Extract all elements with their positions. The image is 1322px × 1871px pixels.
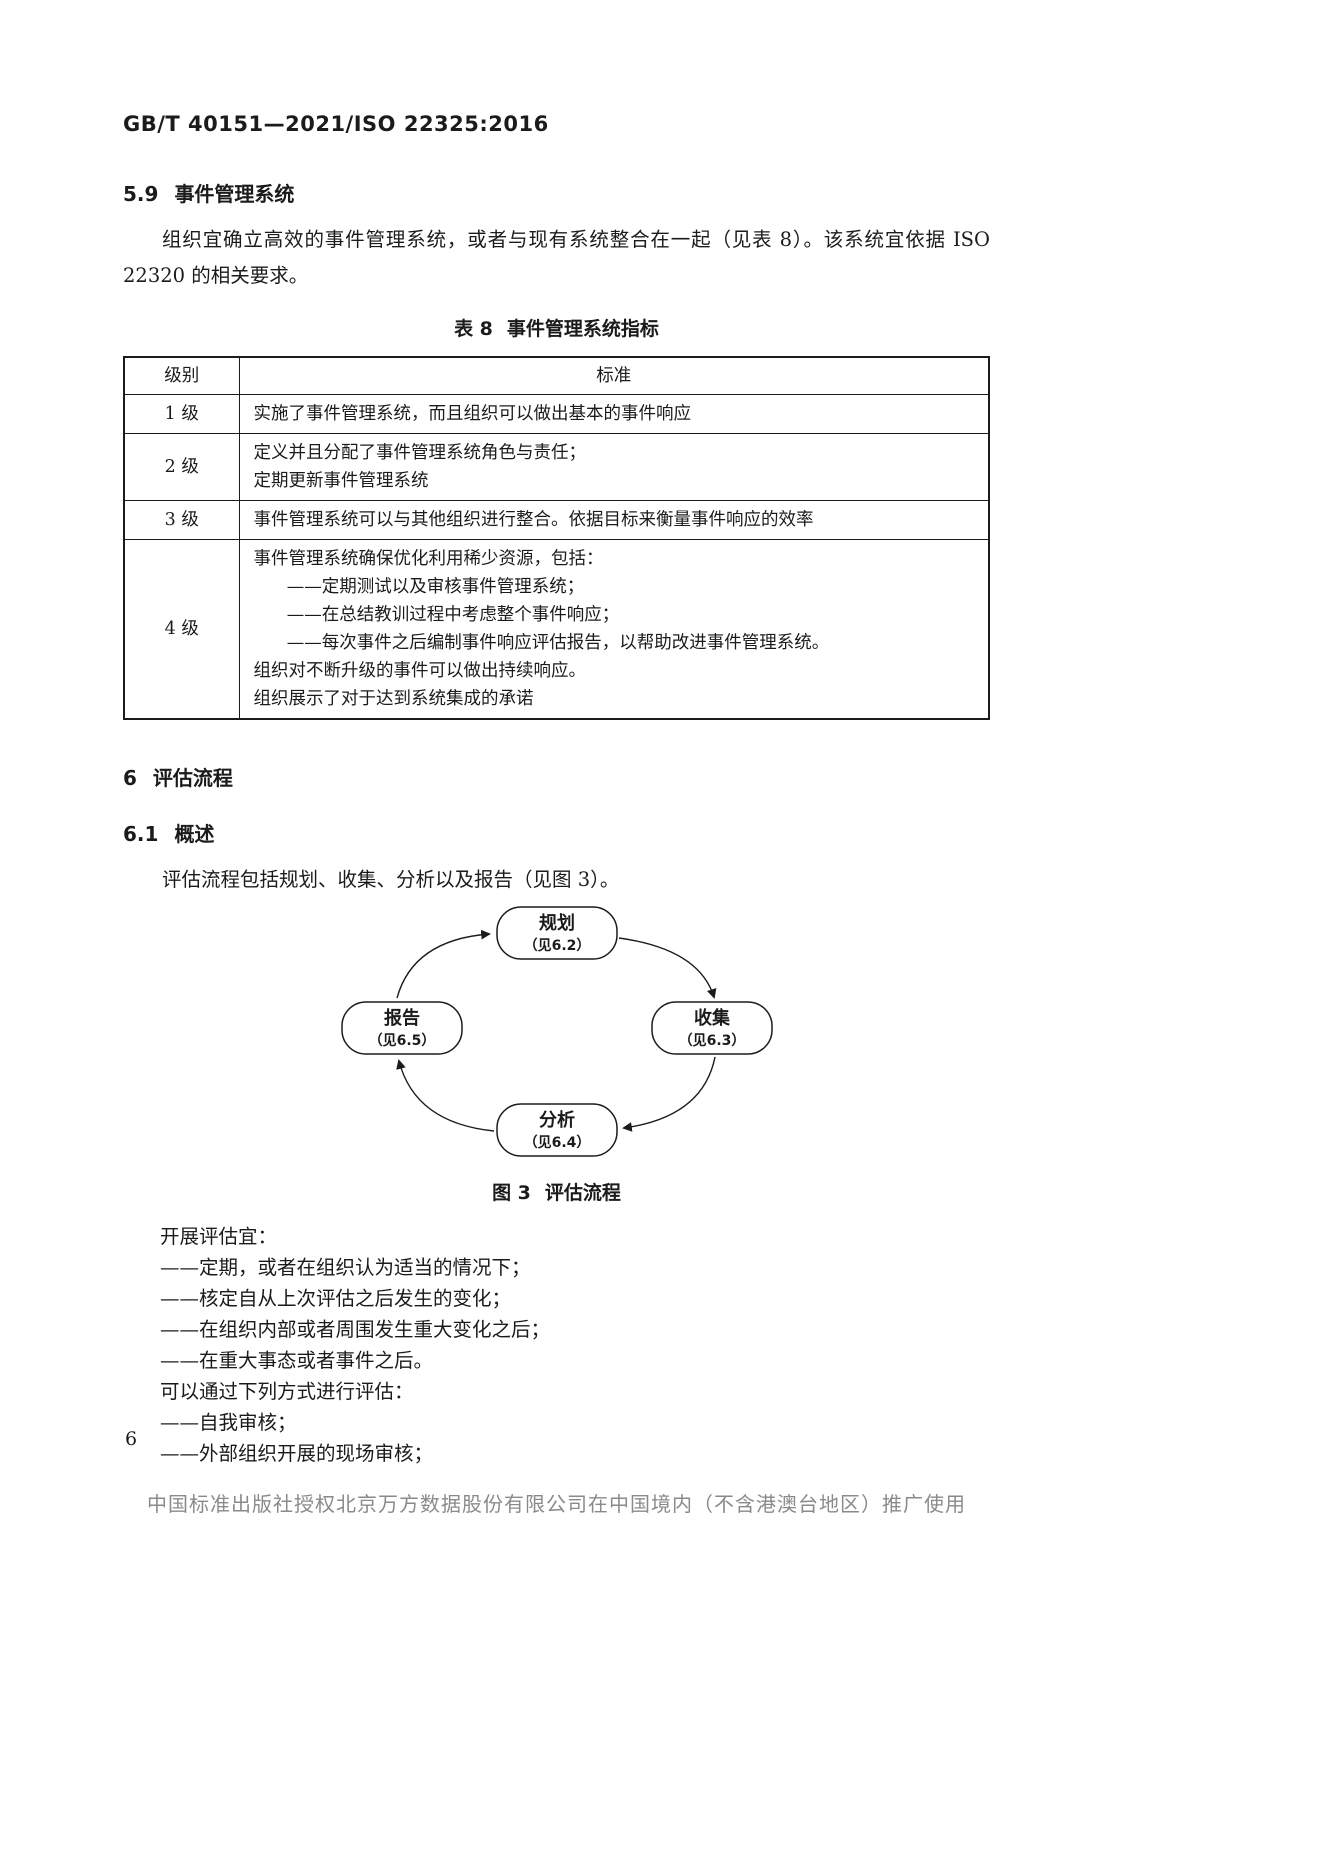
table-8: 级别 标准 1 级 实施了事件管理系统，而且组织可以做出基本的事件响应 2 级 … [123,356,990,720]
figure-3-wrapper: 规划 （见6.2） 收集 （见6.3） 分析 （见6.4） 报告 （见6.5） [123,904,990,1166]
level-cell: 2 级 [123,433,240,501]
table-row-level3: 3 级 事件管理系统可以与其他组织进行整合。依据目标来衡量事件响应的效率 [123,500,990,540]
table-row-level1: 1 级 实施了事件管理系统，而且组织可以做出基本的事件响应 [123,394,990,434]
section-6-heading: 6 评估流程 [123,762,990,791]
node-plan-ref: （见6.2） [523,938,590,954]
node-analyze: 分析 （见6.4） [495,1103,618,1157]
list-item: ——定期，或者在组织认为适当的情况下； [160,1256,531,1279]
criteria-cell: 实施了事件管理系统，而且组织可以做出基本的事件响应 [238,394,990,434]
page-content: GB/T 40151—2021/ISO 22325:2016 5.9 事件管理系统… [123,112,990,1469]
node-analyze-label: 分析 [539,1109,575,1131]
node-plan: 规划 （见6.2） [495,906,618,960]
node-analyze-ref: （见6.4） [523,1135,590,1151]
section-6-1-heading: 6.1 概述 [123,818,990,847]
list-item: ——在组织内部或者周围发生重大变化之后； [160,1318,551,1341]
table-label: 表 8 [454,318,493,340]
table-header-level: 级别 [123,356,240,395]
page-number: 6 [125,1428,138,1450]
arrow-report-to-plan [395,929,491,999]
figure-label: 图 3 [492,1182,531,1204]
criteria-cell: 事件管理系统确保优化利用稀少资源，包括： ——定期测试以及审核事件管理系统； —… [238,539,990,720]
node-report-label: 报告 [384,1007,420,1029]
table-row-level2: 2 级 定义并且分配了事件管理系统角色与责任； 定期更新事件管理系统 [123,433,990,501]
section-title: 概述 [174,822,215,846]
list-item: ——自我审核； [160,1411,297,1434]
table-title-text: 事件管理系统指标 [506,318,659,340]
criteria-line: 组织展示了对于达到系统集成的承诺 [253,689,534,709]
arrow-plan-to-collect [618,937,716,999]
table-8-title: 表 8 事件管理系统指标 [123,314,990,341]
node-plan-shape [495,906,618,960]
criteria-line: 组织对不断升级的事件可以做出持续响应。 [253,661,587,681]
table-header-criteria: 标准 [238,356,990,395]
criteria-line: ——定期测试以及审核事件管理系统； [286,577,585,597]
section-title: 事件管理系统 [174,182,295,206]
standard-number-header: GB/T 40151—2021/ISO 22325:2016 [123,112,549,136]
node-collect-ref: （见6.3） [678,1033,745,1049]
criteria-line: 定义并且分配了事件管理系统角色与责任； [253,443,587,463]
list-item: ——在重大事态或者事件之后。 [160,1349,434,1372]
section-number: 5.9 [123,182,159,206]
section-title: 评估流程 [152,766,233,790]
node-report-ref: （见6.5） [368,1033,435,1049]
criteria-line: 定期更新事件管理系统 [253,471,429,491]
assessment-process-cycle-diagram: 规划 （见6.2） 收集 （见6.3） 分析 （见6.4） 报告 （见6.5） [340,906,773,1157]
level-cell: 4 级 [123,539,240,720]
section-5-9-paragraph: 组织宜确立高效的事件管理系统，或者与现有系统整合在一起（见表 8）。该系统宜依据… [123,228,990,287]
figure-title: 评估流程 [544,1182,621,1204]
arrow-collect-to-analyze [621,1056,716,1132]
level-cell: 3 级 [123,500,240,540]
criteria-line: 事件管理系统可以与其他组织进行整合。依据目标来衡量事件响应的效率 [253,510,814,530]
section-5-9-heading: 5.9 事件管理系统 [123,178,990,207]
section-6-1-paragraph: 评估流程包括规划、收集、分析以及报告（见图 3）。 [162,868,620,891]
criteria-cell: 事件管理系统可以与其他组织进行整合。依据目标来衡量事件响应的效率 [238,500,990,540]
figure-3-caption: 图 3 评估流程 [123,1178,990,1205]
list-item: ——外部组织开展的现场审核； [160,1442,434,1465]
node-analyze-shape [495,1103,618,1157]
criteria-cell: 定义并且分配了事件管理系统角色与责任； 定期更新事件管理系统 [238,433,990,501]
section-number: 6 [123,766,137,790]
list-intro: 开展评估宜： [160,1225,278,1248]
node-report: 报告 （见6.5） [340,1001,463,1055]
list-intro: 可以通过下列方式进行评估： [160,1380,414,1403]
criteria-line: ——在总结教训过程中考虑整个事件响应； [286,605,620,625]
criteria-line: ——每次事件之后编制事件响应评估报告，以帮助改进事件管理系统。 [286,633,830,653]
table-row-level4: 4 级 事件管理系统确保优化利用稀少资源，包括： ——定期测试以及审核事件管理系… [123,539,990,720]
node-collect-shape [650,1001,773,1055]
node-report-shape [340,1001,463,1055]
criteria-line: 实施了事件管理系统，而且组织可以做出基本的事件响应 [253,404,692,424]
assessment-list: 开展评估宜： ——定期，或者在组织认为适当的情况下； ——核定自从上次评估之后发… [123,1221,990,1469]
node-collect: 收集 （见6.3） [650,1001,773,1055]
publisher-watermark: 中国标准出版社授权北京万方数据股份有限公司在中国境内（不含港澳台地区）推广使用 [147,1492,966,1516]
table-header-row: 级别 标准 [123,356,990,395]
level-cell: 1 级 [123,394,240,434]
section-number: 6.1 [123,822,159,846]
node-collect-label: 收集 [694,1007,731,1029]
arrow-analyze-to-report [395,1059,494,1132]
list-item: ——核定自从上次评估之后发生的变化； [160,1287,512,1310]
node-plan-label: 规划 [539,912,575,934]
criteria-line: 事件管理系统确保优化利用稀少资源，包括： [253,549,604,569]
